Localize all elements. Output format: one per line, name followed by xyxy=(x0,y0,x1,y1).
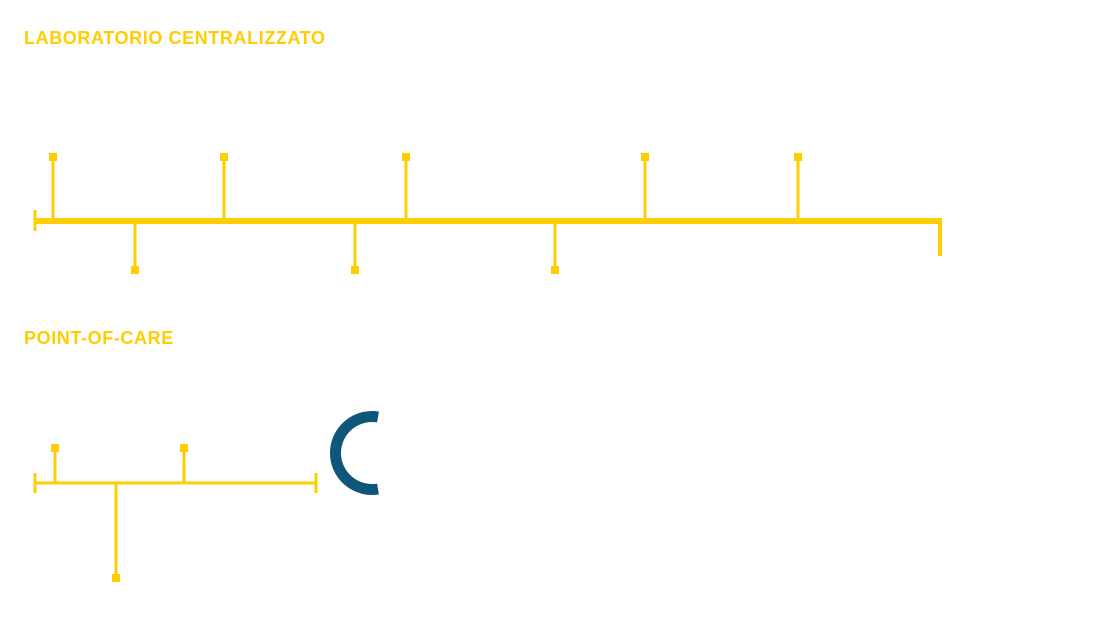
laboratorio-centralizzato-timeline-cap-0 xyxy=(33,210,37,231)
point-of-care-timeline-milestone-stem-up xyxy=(182,448,186,483)
laboratorio-centralizzato-timeline-milestone-marker-up xyxy=(794,153,802,161)
point-of-care-timeline-cap-0 xyxy=(33,473,37,493)
laboratorio-centralizzato-timeline-milestone-stem-down xyxy=(133,221,137,270)
laboratorio-centralizzato-timeline-milestone-marker-up xyxy=(641,153,649,161)
point-of-care-timeline-milestone-marker-up xyxy=(180,444,188,452)
point-of-care-timeline-cap-1 xyxy=(314,473,318,493)
laboratorio-centralizzato-timeline-milestone-marker-up xyxy=(49,153,57,161)
point-of-care-timeline-milestone-stem-down xyxy=(114,483,118,578)
laboratorio-centralizzato-timeline-milestone-marker-down xyxy=(131,266,139,274)
laboratorio-centralizzato-timeline-milestone-stem-up xyxy=(51,157,55,221)
laboratorio-centralizzato-timeline-milestone-stem-up xyxy=(404,157,408,221)
point-of-care-timeline-milestone-stem-up xyxy=(53,448,57,483)
laboratorio-centralizzato-timeline-milestone-marker-down xyxy=(351,266,359,274)
laboratorio-centralizzato-timeline-milestone-marker-down xyxy=(551,266,559,274)
laboratorio-centralizzato-timeline-milestone-stem-up xyxy=(643,157,647,221)
laboratorio-centralizzato-timeline-milestone-marker-up xyxy=(220,153,228,161)
point-of-care-timeline-bar xyxy=(34,481,317,485)
laboratorio-centralizzato-timeline-milestone-stem-up xyxy=(222,157,226,221)
laboratorio-centralizzato-timeline-milestone-stem-down xyxy=(353,221,357,270)
point-of-care-timeline-milestone-marker-up xyxy=(51,444,59,452)
laboratorio-centralizzato-timeline-bar xyxy=(35,218,941,224)
laboratorio-centralizzato-timeline-milestone-marker-up xyxy=(402,153,410,161)
open-circle-arc xyxy=(329,411,379,495)
laboratorio-centralizzato-timeline-cap-1 xyxy=(938,218,942,256)
section-title-laboratorio-centralizzato: LABORATORIO CENTRALIZZATO xyxy=(24,28,326,48)
laboratorio-centralizzato-timeline-milestone-stem-up xyxy=(796,157,800,221)
laboratorio-centralizzato-timeline-milestone-stem-down xyxy=(553,221,557,270)
section-title-point-of-care: POINT-OF-CARE xyxy=(24,328,174,348)
point-of-care-timeline-milestone-marker-down xyxy=(112,574,120,582)
